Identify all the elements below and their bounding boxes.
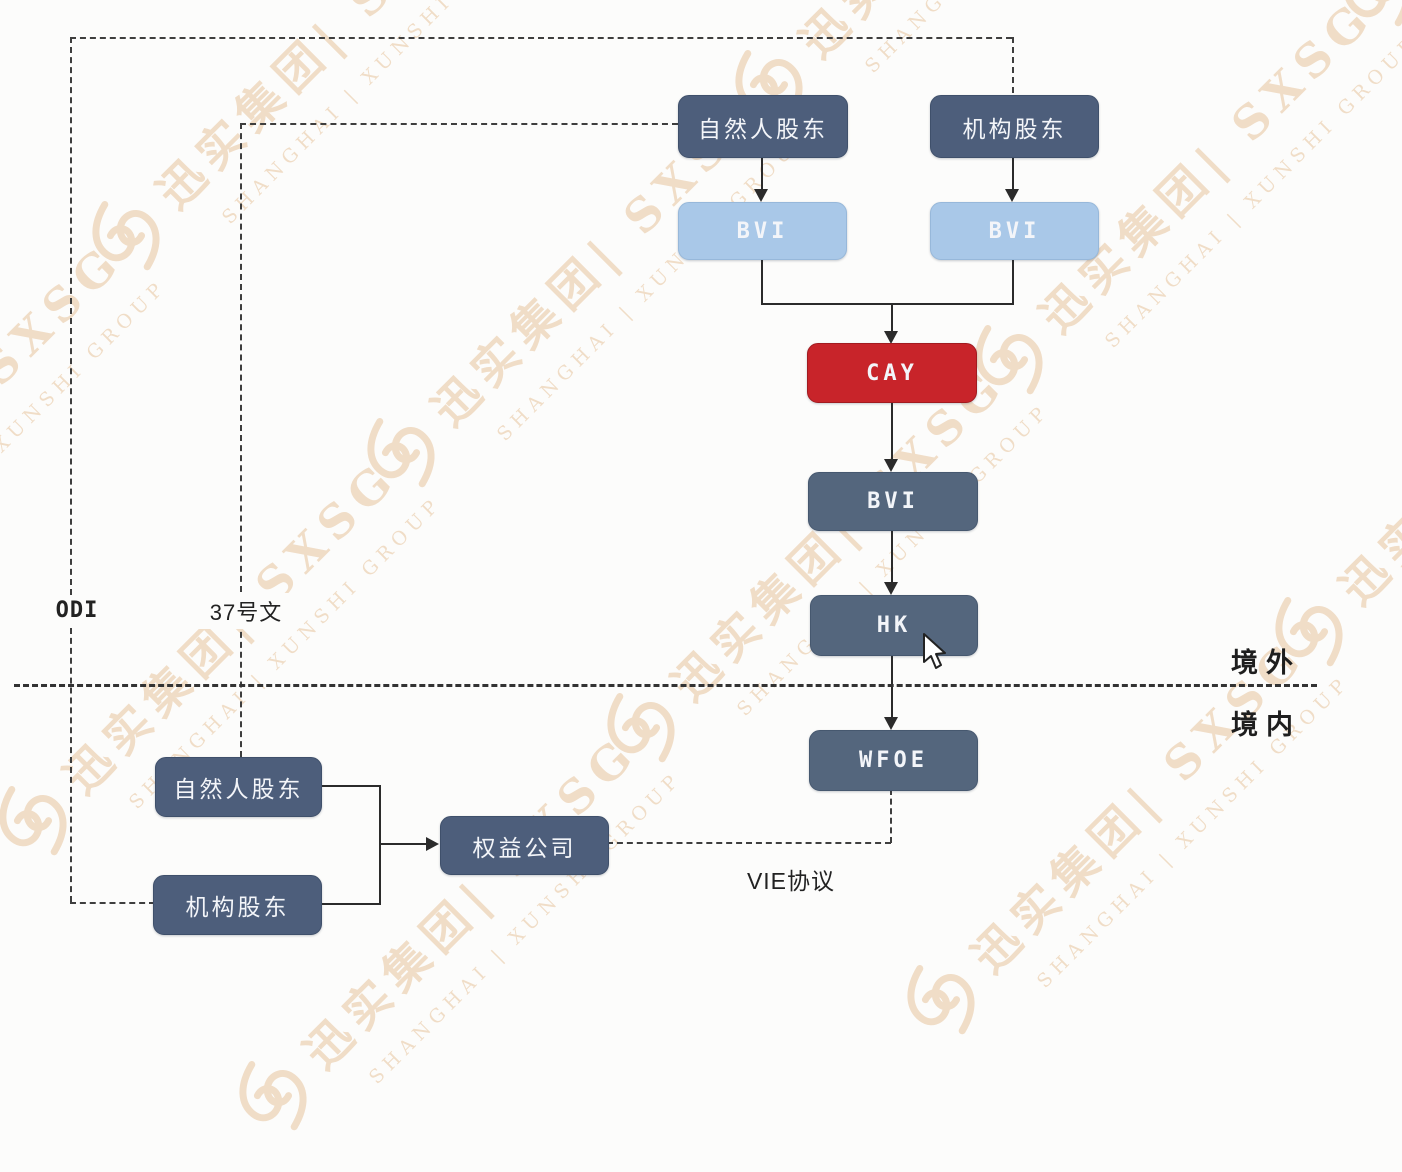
watermark-brand-cn: 迅实集团| SXSG <box>783 0 1147 71</box>
bottom-natural-link <box>320 785 380 787</box>
label-odi: ODI <box>45 596 109 625</box>
xunshi-logo-icon <box>215 1038 331 1154</box>
watermark-brand-en: SHANGHAI | XUNSHI GROUP <box>1032 671 1355 993</box>
bottom-merge-bar <box>379 785 381 905</box>
odi-left-dashed-line-upper <box>70 37 72 595</box>
bvi-merge-bar <box>761 303 1014 305</box>
node-wfoe: WFOE <box>809 730 978 791</box>
odi-dashed-drop-to-institutional <box>1012 37 1014 93</box>
label-onshore: 境内 <box>1231 710 1301 740</box>
watermark-brand-cn: 迅实集团| SXSG <box>146 0 502 220</box>
odi-left-dashed-line-lower <box>70 628 72 902</box>
vie-dashed-link-to-equity <box>607 842 891 844</box>
vie-dashed-drop-from-wfoe <box>890 789 892 843</box>
arrowhead <box>884 459 898 472</box>
node-cay: CAY <box>807 343 977 403</box>
odi-top-dashed-line <box>70 37 1012 39</box>
xunshi-logo-icon <box>0 763 91 879</box>
circular37-dashed-link-to-natural <box>240 123 678 125</box>
watermark-brand-en: SHANGHAI | XUNSHI GROUP <box>0 275 172 596</box>
node-bvi-left: BVI <box>678 202 847 260</box>
arrow-bvi-to-hk <box>891 529 893 583</box>
xunshi-logo-icon <box>343 395 459 511</box>
arrow-to-equity <box>380 843 428 845</box>
arrow-natural-to-bvi <box>761 156 763 191</box>
circular37-dashed-line-upper <box>240 123 242 592</box>
watermark-brand-en: SHANGHAI | XUNSHI GROUP <box>732 399 1055 721</box>
watermark-brand-cn: 迅实集团| SXSG <box>293 724 649 1080</box>
bvi-right-merge-line <box>1012 258 1014 304</box>
arrowhead <box>1005 189 1019 202</box>
brand-watermark: 迅实集团| SXSG SHANGHAI | XUNSHI GROUP <box>1251 237 1402 708</box>
arrowhead <box>426 837 439 851</box>
arrow-cay-to-bvi <box>891 401 893 460</box>
brand-watermark: 迅实集团| SXSG SHANGHAI | XUNSHI GROUP <box>68 0 539 312</box>
node-equity-company: 权益公司 <box>440 816 609 875</box>
node-top-institutional-shareholder: 机构股东 <box>930 95 1099 158</box>
brand-watermark: 迅实集团| SXSG SHANGHAI | XUNSHI GROUP <box>1319 0 1402 68</box>
node-bvi-right: BVI <box>930 202 1099 260</box>
arrowhead <box>884 717 898 730</box>
circular37-dashed-line-lower <box>240 622 242 757</box>
bottom-institutional-link <box>320 903 380 905</box>
arrow-merge-to-cay <box>891 303 893 332</box>
watermark-brand-cn: 迅实集团| SXSG <box>1329 260 1402 616</box>
border-divider-line <box>14 684 1317 687</box>
xunshi-logo-icon <box>583 670 699 786</box>
watermark-brand-en: SHANGHAI | XUNSHI GROUP <box>217 0 540 229</box>
node-bottom-natural-shareholder: 自然人股东 <box>155 757 322 817</box>
arrow-institutional-to-bvi <box>1012 156 1014 191</box>
node-bvi-mid: BVI <box>808 472 978 531</box>
label-vie-agreement: VIE协议 <box>746 868 836 894</box>
mouse-cursor <box>920 632 950 677</box>
xunshi-logo-icon <box>883 942 999 1058</box>
watermark-brand-en: SHANGHAI | XUNSHI GROUP <box>492 124 815 446</box>
odi-dashed-link-to-institutional <box>70 902 155 904</box>
watermark-brand-cn: 迅实集团| SXSG <box>0 232 134 587</box>
watermark-brand-cn: 迅实集团| SXSG <box>661 356 1017 712</box>
node-hk: HK <box>810 595 978 656</box>
node-bottom-institutional-shareholder: 机构股东 <box>153 875 322 935</box>
watermark-brand-cn: 迅实集团| SXSG <box>1029 0 1385 344</box>
label-offshore: 境外 <box>1231 648 1301 678</box>
arrowhead <box>754 189 768 202</box>
label-circular-37: 37号文 <box>196 593 296 629</box>
watermark-brand-en: SHANGHAI | XUNSHI GROUP <box>1100 31 1402 353</box>
arrowhead <box>884 331 898 344</box>
xunshi-logo-icon <box>1319 0 1402 50</box>
bvi-left-merge-line <box>761 258 763 304</box>
node-top-natural-shareholder: 自然人股东 <box>678 95 848 158</box>
arrowhead <box>884 582 898 595</box>
xunshi-logo-icon <box>68 178 184 294</box>
